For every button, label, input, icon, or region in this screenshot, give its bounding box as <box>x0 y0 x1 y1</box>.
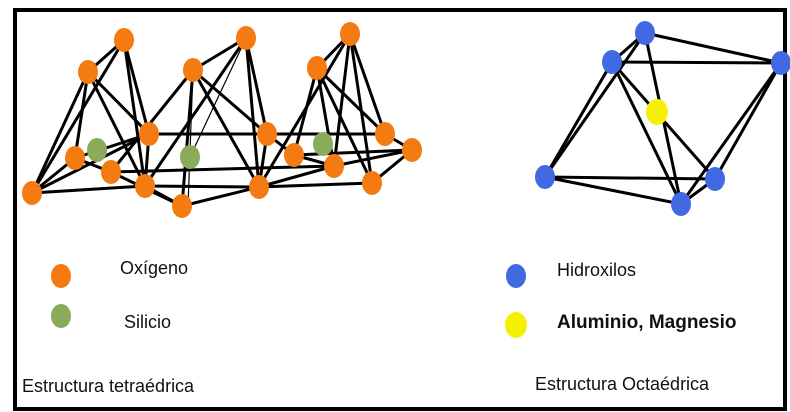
tetrahedral-structure <box>22 22 422 218</box>
oxygen-atom <box>22 181 42 205</box>
oxygen-atom <box>307 56 327 80</box>
octa-bond <box>713 61 783 181</box>
legend-markers <box>51 264 527 338</box>
legend-label-silicon: Silicio <box>124 312 172 332</box>
octa-bond <box>610 60 783 65</box>
hydroxyl-atom <box>535 165 555 189</box>
tetra-bond <box>257 181 374 189</box>
octahedral-structure <box>535 21 790 216</box>
caption-tetrahedral: Estructura tetraédrica <box>22 376 195 396</box>
tetra-bond <box>180 185 261 208</box>
tetra-bond <box>143 184 261 189</box>
tetra-bond <box>257 164 336 189</box>
tetra-bond <box>143 36 248 188</box>
hydroxyl-atom <box>771 51 790 75</box>
tetra-bond <box>86 70 147 188</box>
tetra-bond <box>332 148 414 168</box>
tetra-bond <box>244 36 261 189</box>
octa-bond <box>543 31 647 179</box>
tetra-bond <box>315 66 387 136</box>
tetra-bond <box>315 66 374 185</box>
oxygen-atom <box>183 58 203 82</box>
tetra-bond <box>348 32 387 136</box>
tetra-bond <box>73 70 90 160</box>
octa-bond <box>610 60 683 206</box>
tetra-bond <box>122 38 147 188</box>
octa-bond <box>679 61 783 206</box>
tetra-bond <box>191 68 269 136</box>
tetra-bond <box>122 38 151 136</box>
octa-bond <box>543 175 683 206</box>
legend-label-hydroxyl: Hidroxilos <box>557 260 637 280</box>
tetra-bond <box>30 38 126 195</box>
oxygen-atom <box>236 26 256 50</box>
legend-aluminum-magnesium-marker <box>505 312 527 338</box>
oxygen-atom <box>114 28 134 52</box>
tetra-bond <box>30 184 147 195</box>
oxygen-atom <box>78 60 98 84</box>
hydroxyl-atom <box>602 50 622 74</box>
tetra-bond <box>189 37 247 158</box>
legend-silicon-marker <box>51 304 71 328</box>
tetra-bond <box>292 66 319 157</box>
oxygen-atom <box>139 122 159 146</box>
oxygen-atom <box>324 154 344 178</box>
hydroxyl-atom <box>705 167 725 191</box>
hydroxyl-atom <box>671 192 691 216</box>
legend-hydroxyl-marker <box>506 264 526 288</box>
oxygen-atom <box>172 194 192 218</box>
legend-label-oxygen: Oxígeno <box>120 258 189 278</box>
legend-label-aluminum-magnesium: Aluminio, Magnesio <box>557 312 737 333</box>
hydroxyl-atom <box>635 21 655 45</box>
oxygen-atom <box>257 122 277 146</box>
aluminum-magnesium-atom <box>646 99 668 125</box>
tetra-bond <box>244 36 269 136</box>
octa-bond <box>543 60 614 179</box>
oxygen-atom <box>249 175 269 199</box>
tetra-bond <box>187 69 194 207</box>
tetra-bond <box>292 148 414 157</box>
oxygen-atom <box>402 138 422 162</box>
oxygen-atom <box>375 122 395 146</box>
octa-bond <box>543 175 717 181</box>
tetra-bond <box>109 164 336 174</box>
silicon-atom <box>313 132 333 156</box>
silicon-atom <box>180 145 200 169</box>
oxygen-atom <box>340 22 360 46</box>
tetra-bond <box>109 68 195 174</box>
oxygen-atom <box>65 146 85 170</box>
tetra-bond <box>86 70 151 136</box>
tetra-bond <box>180 68 195 208</box>
caption-octahedral: Estructura Octaédrica <box>535 374 710 394</box>
octa-bond <box>643 31 783 65</box>
oxygen-atom <box>362 171 382 195</box>
tetra-bond <box>332 32 352 168</box>
tetra-bond <box>30 70 90 195</box>
silicon-atom <box>87 138 107 162</box>
oxygen-atom <box>101 160 121 184</box>
legend-oxygen-marker <box>51 264 71 288</box>
oxygen-atom <box>135 174 155 198</box>
oxygen-atom <box>284 143 304 167</box>
